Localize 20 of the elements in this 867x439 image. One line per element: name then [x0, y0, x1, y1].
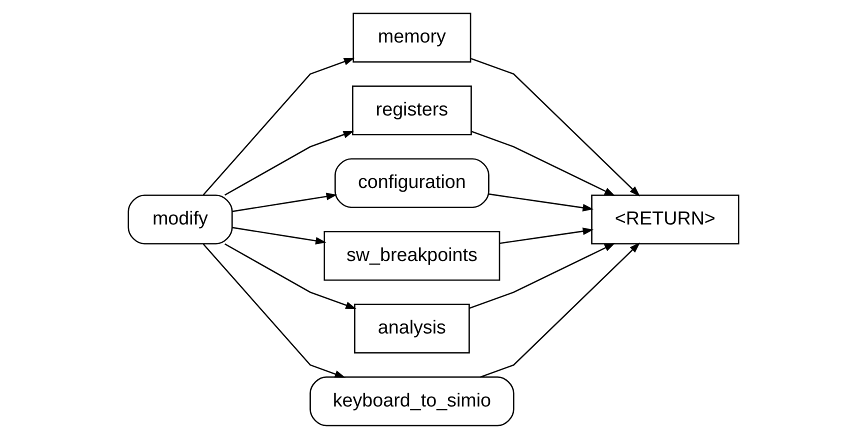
arrow	[232, 226, 326, 245]
arrow	[202, 58, 355, 196]
node-box: <RETURN>	[591, 194, 740, 244]
arrow	[232, 192, 338, 212]
node-box: keyboard_to_simio	[310, 376, 514, 426]
arrow	[202, 244, 346, 378]
arrow	[471, 130, 616, 196]
node-box: configuration	[334, 158, 490, 208]
arrow	[224, 243, 356, 309]
arrow	[488, 193, 594, 212]
node-box: analysis	[354, 304, 470, 354]
node-box: sw_breakpoints	[324, 230, 500, 281]
arrow	[469, 243, 616, 309]
arrow	[224, 130, 354, 196]
arrow	[480, 242, 640, 378]
node-box: modify	[128, 194, 233, 244]
arrow	[470, 58, 640, 197]
node-box: memory	[352, 12, 472, 63]
arrow	[499, 228, 594, 244]
node-box: registers	[352, 85, 472, 136]
